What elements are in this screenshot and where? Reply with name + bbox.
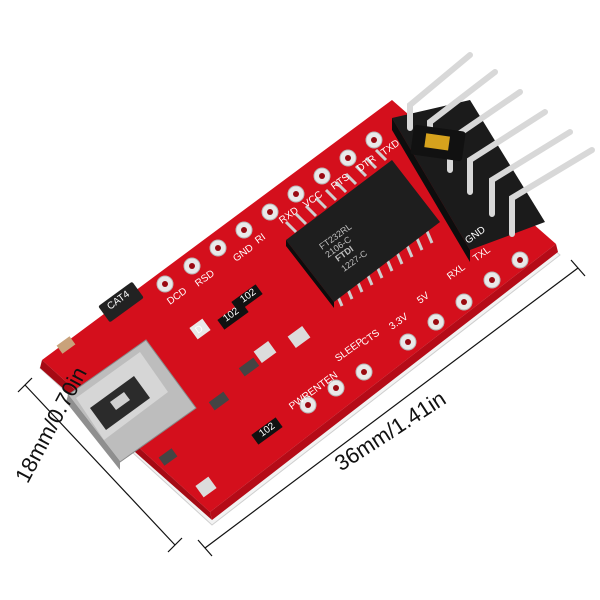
width-dimension-line (17, 377, 183, 553)
length-dimension-line (197, 259, 586, 557)
smd-components: CAT4 102 102 102 D (56, 282, 311, 498)
pin-header (392, 52, 595, 262)
mini-usb-port (66, 339, 197, 470)
ftdi-chip: FTDI FT232RL 2106-C 1227-C (284, 148, 440, 308)
